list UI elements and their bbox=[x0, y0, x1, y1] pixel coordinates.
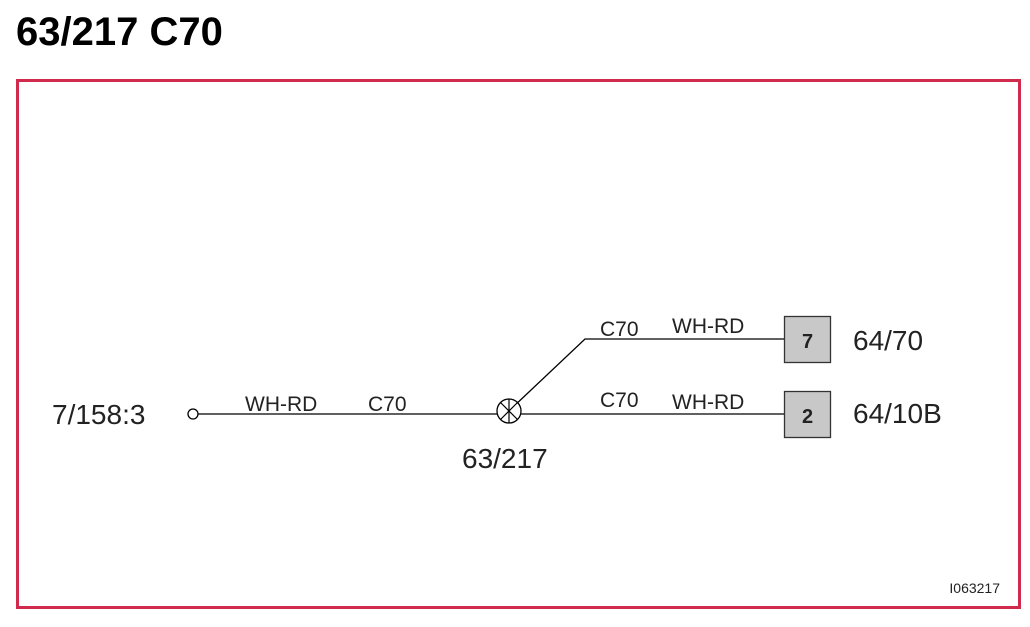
branch-2-wire-color: WH-RD bbox=[672, 391, 744, 414]
source-wire-color: WH-RD bbox=[245, 393, 317, 416]
connector-pin-7-number: 7 bbox=[802, 331, 813, 353]
branch-1-wire-color: WH-RD bbox=[672, 315, 744, 338]
wires bbox=[198, 338, 784, 415]
branch-1-wire-variant: C70 bbox=[600, 318, 639, 341]
connector-pin-2 bbox=[783, 390, 832, 439]
connector-pin-7 bbox=[783, 315, 832, 364]
splice-label: 63/217 bbox=[462, 443, 548, 474]
image-id-label: I063217 bbox=[949, 580, 1000, 596]
connector-pin-2-number: 2 bbox=[802, 406, 813, 428]
branch-2-wire-variant: C70 bbox=[600, 389, 639, 412]
splice-icon bbox=[496, 398, 522, 424]
source-label: 7/158:3 bbox=[52, 399, 145, 430]
branch-1-target-label: 64/70 bbox=[853, 325, 923, 356]
source-terminal-icon bbox=[187, 408, 199, 420]
source-wire-variant: C70 bbox=[368, 393, 407, 416]
wire-splice-to-pin-7 bbox=[511, 338, 784, 409]
diagram-frame bbox=[16, 79, 1021, 609]
diagram-title: 63/217 C70 bbox=[16, 10, 223, 54]
branch-2-target-label: 64/10B bbox=[853, 398, 942, 429]
